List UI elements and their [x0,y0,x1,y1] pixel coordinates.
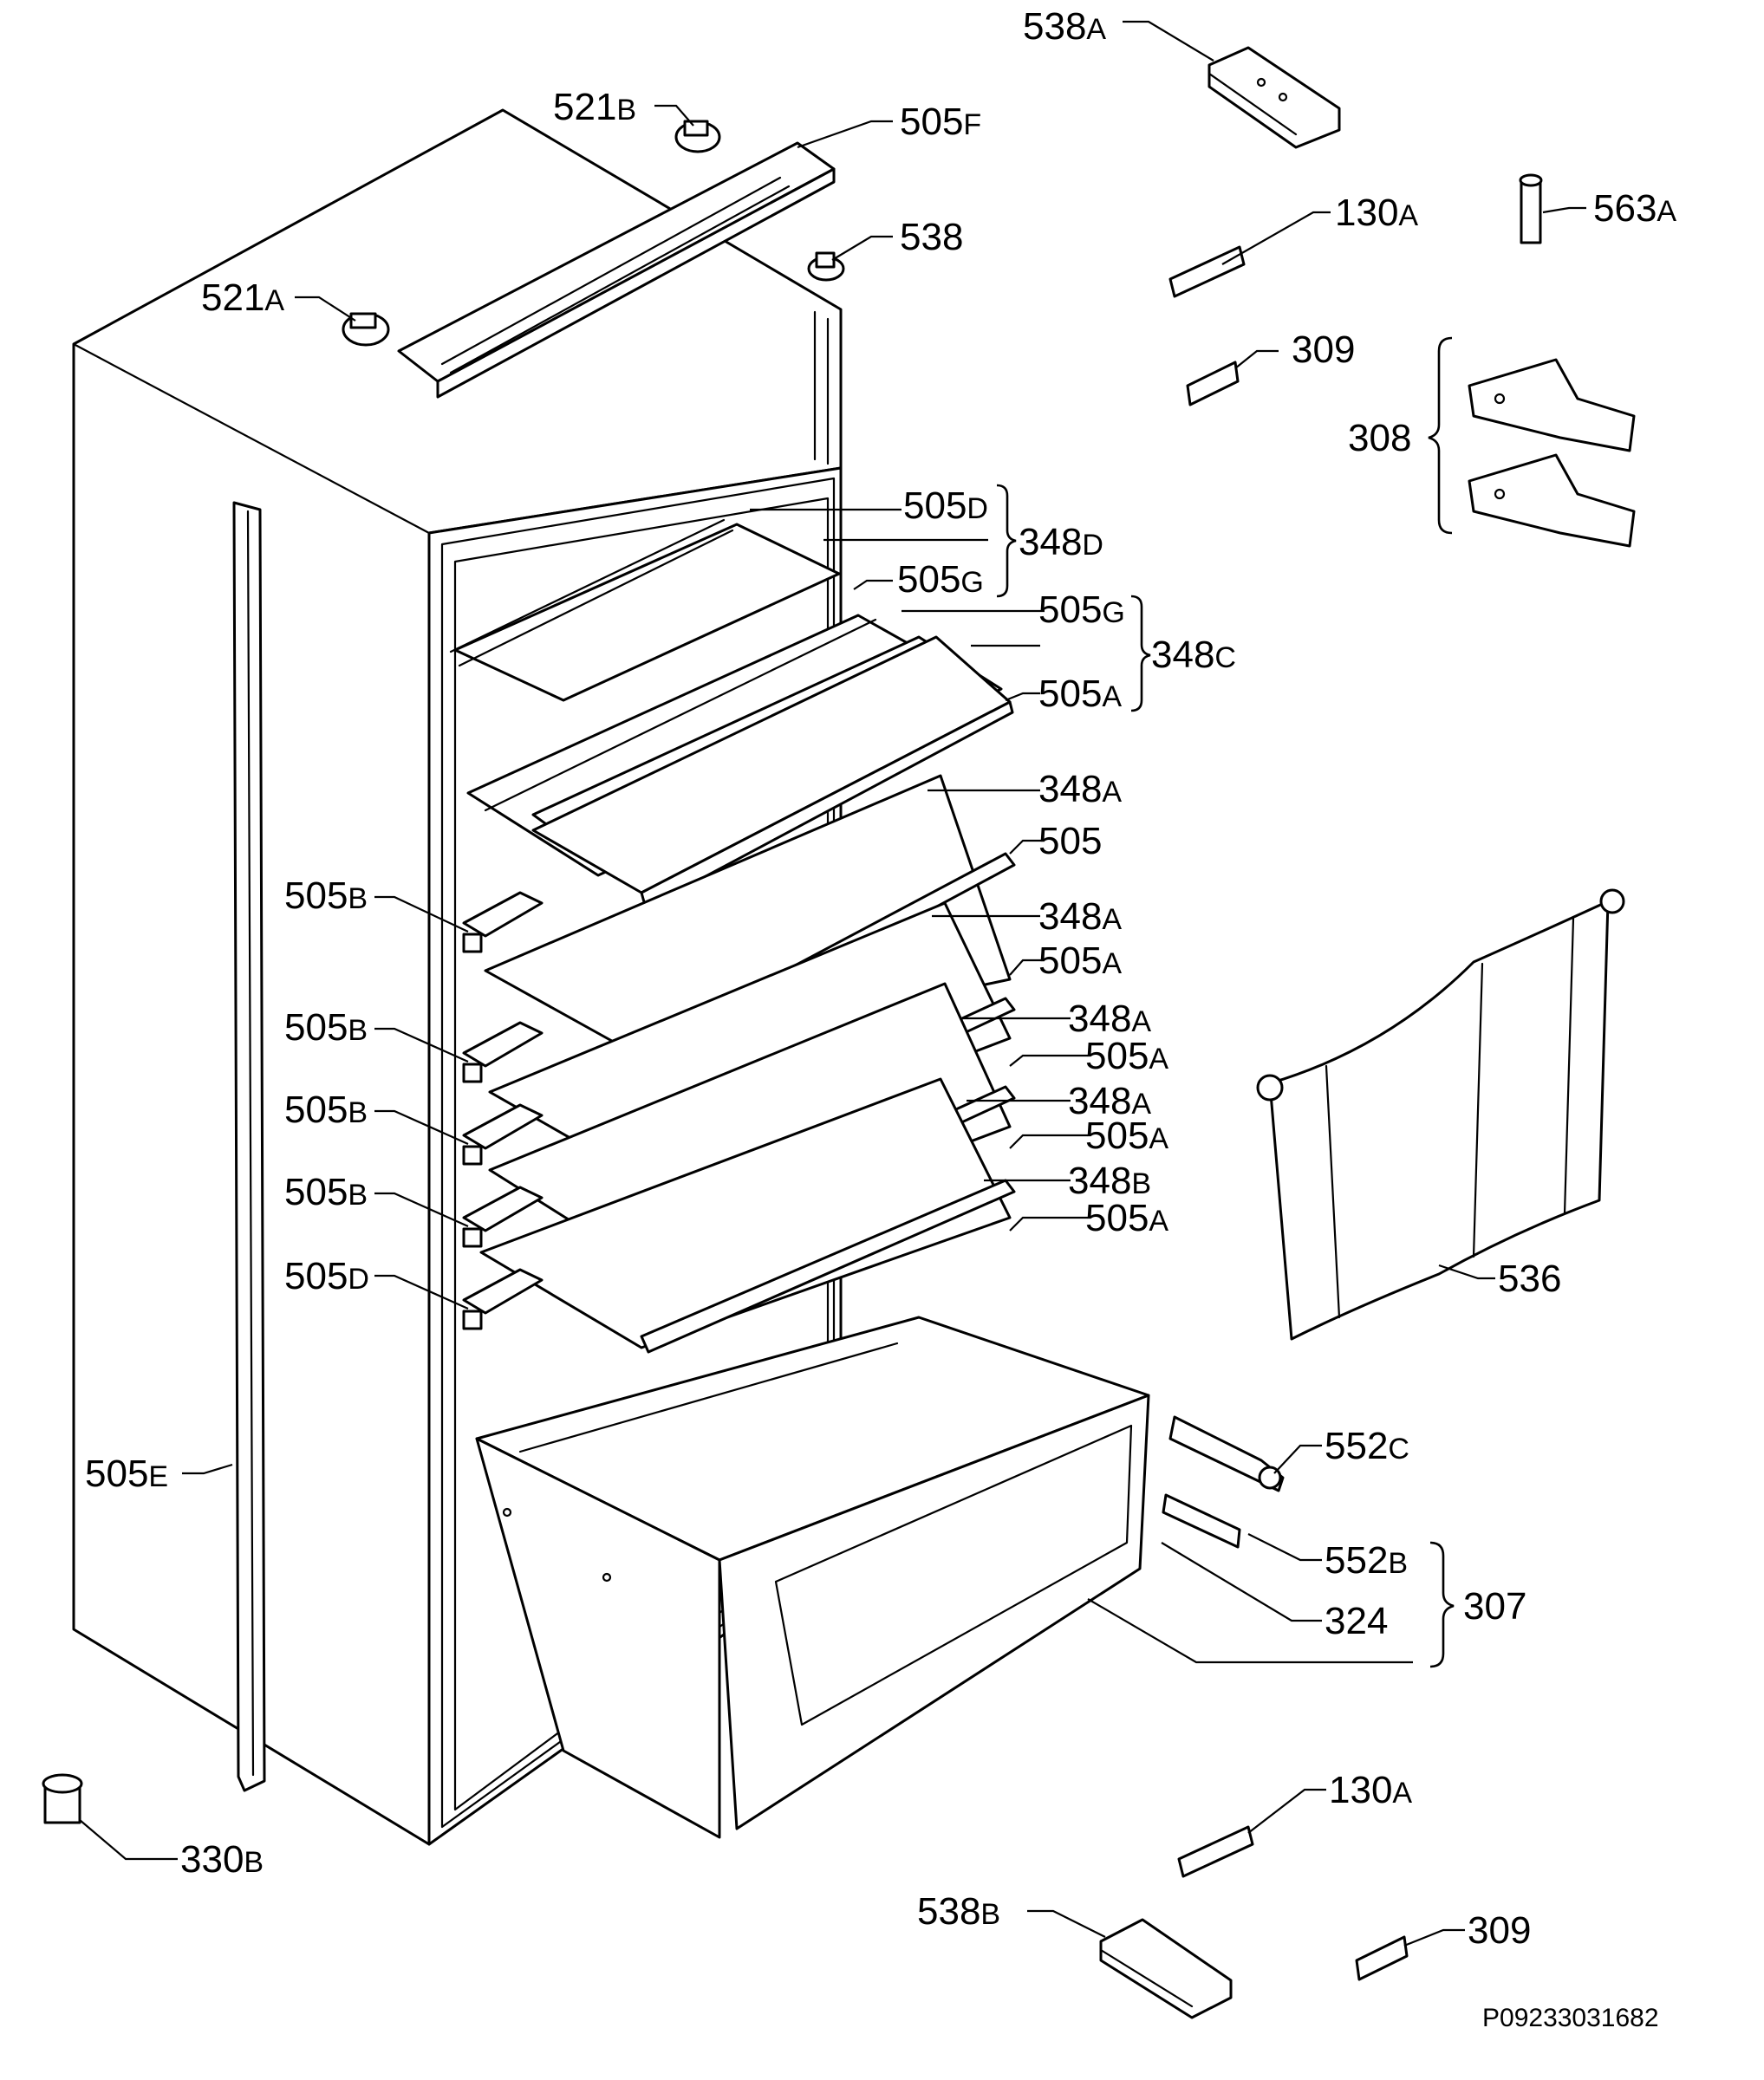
hinge-cover-130a-bottom [1177,1825,1254,1878]
top-knob-521a [342,312,390,347]
brace-307 [1429,1541,1455,1668]
adjustable-foot-330b [42,1773,83,1824]
label-505f: 505F [900,101,981,143]
label-552c: 552C [1325,1425,1409,1467]
door-seal-strip-505e [232,501,266,1792]
label-307: 307 [1463,1585,1526,1628]
label-552b: 552B [1325,1539,1408,1582]
label-538: 538 [900,216,963,258]
hinge-bracket-538b [1099,1918,1233,2019]
label-505a-2: 505A [1038,939,1122,982]
drawer-runner-552c [1168,1415,1285,1492]
label-348c: 348C [1151,634,1236,676]
label-505d-top: 505D [903,484,988,527]
label-563a: 563A [1593,187,1676,230]
group-braces [996,336,1455,1668]
label-505b-4: 505B [284,1171,368,1213]
shelf-support-505b-3 [462,1103,544,1166]
top-rail-505f [397,141,836,399]
brace-348c [1130,595,1151,712]
label-309-bottom: 309 [1468,1909,1531,1952]
label-505e: 505E [85,1453,168,1495]
shelf-support-505b-1 [462,891,544,953]
label-505b-2: 505B [284,1006,368,1049]
cover-plate-309-top [1186,361,1240,406]
label-505g-1: 505G [897,558,984,601]
label-348a-3: 348A [1068,998,1151,1040]
hinge-set-308 [1468,358,1636,548]
shelf-support-505d [462,1268,544,1330]
label-330b: 330B [180,1838,264,1881]
brace-308 [1428,336,1453,535]
label-348a-2: 348A [1038,895,1122,938]
door-bin-536 [1256,888,1625,1341]
shelf-348d [449,518,841,702]
label-505a-3: 505A [1085,1035,1168,1077]
label-521b: 521B [553,86,636,128]
brace-348d [996,484,1017,598]
cover-plate-309-bottom [1355,1935,1409,1981]
label-348b: 348B [1068,1160,1151,1202]
hinge-pin-538 [807,251,845,282]
shelf-support-505b-2 [462,1021,544,1083]
label-348a-1: 348A [1038,768,1122,810]
label-505a-4: 505A [1085,1115,1168,1157]
label-505a-5: 505A [1085,1197,1168,1239]
label-348d: 348D [1019,521,1103,563]
part-labels: 538A 521B 505F 538 521A 130A 563A 309 30… [85,5,1676,1952]
label-505a-1: 505A [1038,673,1122,715]
shelf-348b [479,1077,1016,1354]
label-505: 505 [1038,820,1102,862]
shelf-support-505b-4 [462,1186,544,1248]
crisper-drawer-307 [475,1316,1150,1839]
label-505d-bottom: 505D [284,1255,369,1297]
label-538b: 538B [917,1890,1000,1933]
label-505b-3: 505B [284,1089,368,1131]
label-308: 308 [1348,417,1411,459]
label-505g-2: 505G [1038,588,1125,631]
label-536: 536 [1498,1258,1561,1300]
label-348a-4: 348A [1068,1080,1151,1122]
label-130a-bottom: 130A [1329,1769,1412,1811]
leader-lines [79,20,1586,1947]
label-309-top: 309 [1292,328,1355,371]
document-code: P09233031682 [1482,2004,1659,2032]
hinge-cover-130a-top [1168,245,1246,298]
hinge-pin-563a [1519,173,1543,244]
top-knob-521b [674,120,721,153]
label-324: 324 [1325,1600,1388,1642]
drawer-runner-552b [1162,1493,1241,1549]
hinge-bracket-538a [1207,46,1341,149]
label-538a-top: 538A [1023,5,1106,48]
label-130a-top: 130A [1335,192,1418,234]
label-505b-1: 505B [284,874,368,917]
label-521a: 521A [201,276,284,319]
